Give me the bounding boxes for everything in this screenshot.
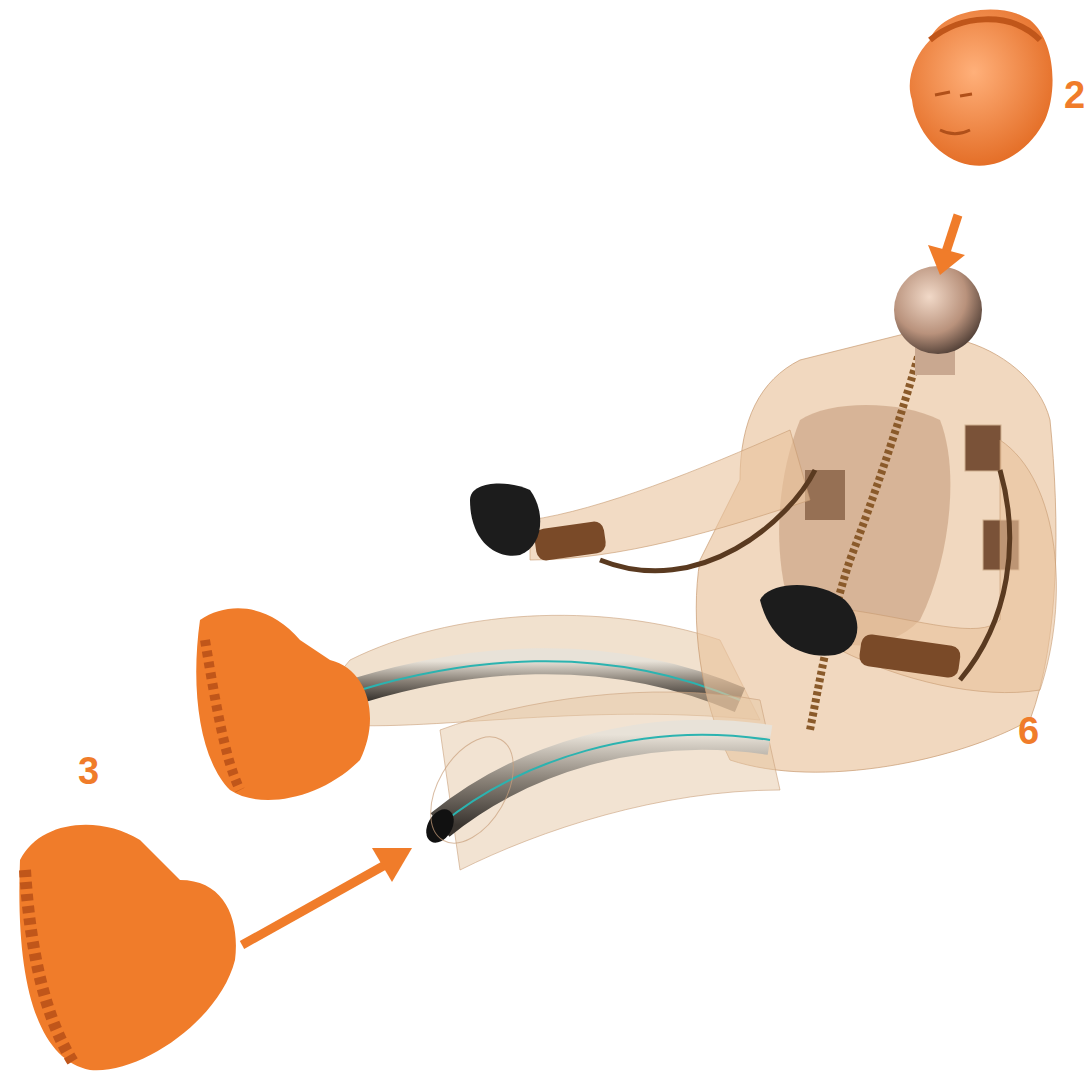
arm-cable xyxy=(600,470,815,571)
callout-number: 6 xyxy=(1018,712,1039,750)
boot-sole xyxy=(205,640,240,790)
forearm xyxy=(858,633,961,679)
detached-head xyxy=(910,10,1053,166)
suit-leg xyxy=(440,692,780,870)
forearm xyxy=(533,520,607,561)
callout-number: 3 xyxy=(78,752,99,790)
callout-number: 2 xyxy=(1064,76,1085,114)
glove xyxy=(470,483,540,555)
boot-sole xyxy=(25,870,75,1065)
mount-plate xyxy=(965,425,1001,471)
trouser-cuff xyxy=(414,723,531,857)
hair xyxy=(930,19,1040,40)
arrow-head xyxy=(372,848,412,882)
detached-boot xyxy=(19,825,236,1071)
tube-stripe xyxy=(440,735,770,825)
glove xyxy=(760,585,857,656)
arrow-head xyxy=(928,245,965,275)
face-detail xyxy=(935,92,972,134)
arrow-shaft xyxy=(945,215,958,255)
arm-cable xyxy=(960,470,1010,680)
leg-tube xyxy=(440,735,770,825)
suit-arm xyxy=(840,440,1056,693)
arrow-shaft xyxy=(242,865,385,945)
head-mount xyxy=(894,266,982,354)
tube-opening xyxy=(421,804,460,847)
boot xyxy=(196,608,370,800)
